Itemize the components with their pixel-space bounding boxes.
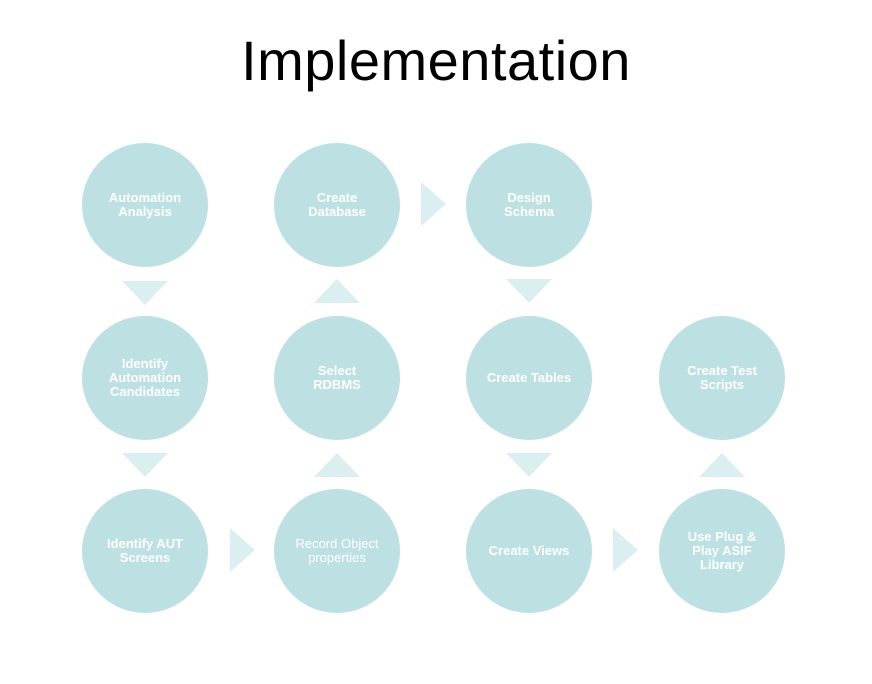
node-use-plug-and-play-asif-library: Use Plug & Play ASIF Library <box>659 489 785 613</box>
arrow-up-icon <box>699 453 745 477</box>
node-label: Record Object properties <box>295 536 379 565</box>
arrow-right-icon <box>613 528 638 572</box>
arrow-up-icon <box>314 453 360 477</box>
node-label: Identify Automation Candidates <box>108 356 182 399</box>
node-select-rdbms: Select RDBMS <box>274 316 400 440</box>
arrow-down-icon <box>122 281 168 305</box>
node-label: Create Views <box>488 543 570 558</box>
arrow-right-icon <box>421 182 446 226</box>
node-label: Use Plug & Play ASIF Library <box>687 529 757 572</box>
node-label: Automation Analysis <box>108 190 182 219</box>
node-create-database: Create Database <box>274 143 400 267</box>
page-title: Implementation <box>241 29 631 92</box>
arrow-down-icon <box>506 453 552 477</box>
node-identify-automation-candidates: Identify Automation Candidates <box>82 316 208 440</box>
node-label: Create Tables <box>486 370 572 385</box>
node-label: Create Test Scripts <box>687 363 757 392</box>
node-identify-aut-screens: Identify AUT Screens <box>82 489 208 613</box>
node-label: Create Database <box>308 190 366 219</box>
node-create-tables: Create Tables <box>466 316 592 440</box>
arrow-down-icon <box>506 279 552 303</box>
node-label: Select RDBMS <box>313 363 361 392</box>
node-label: Identify AUT Screens <box>106 536 184 565</box>
node-record-object-properties: Record Object properties <box>274 489 400 613</box>
node-label: Design Schema <box>504 190 554 219</box>
arrow-down-icon <box>122 453 168 477</box>
node-automation-analysis: Automation Analysis <box>82 143 208 267</box>
node-create-views: Create Views <box>466 489 592 613</box>
arrow-up-icon <box>314 279 360 303</box>
node-design-schema: Design Schema <box>466 143 592 267</box>
node-create-test-scripts: Create Test Scripts <box>659 316 785 440</box>
arrow-right-icon <box>230 528 255 572</box>
